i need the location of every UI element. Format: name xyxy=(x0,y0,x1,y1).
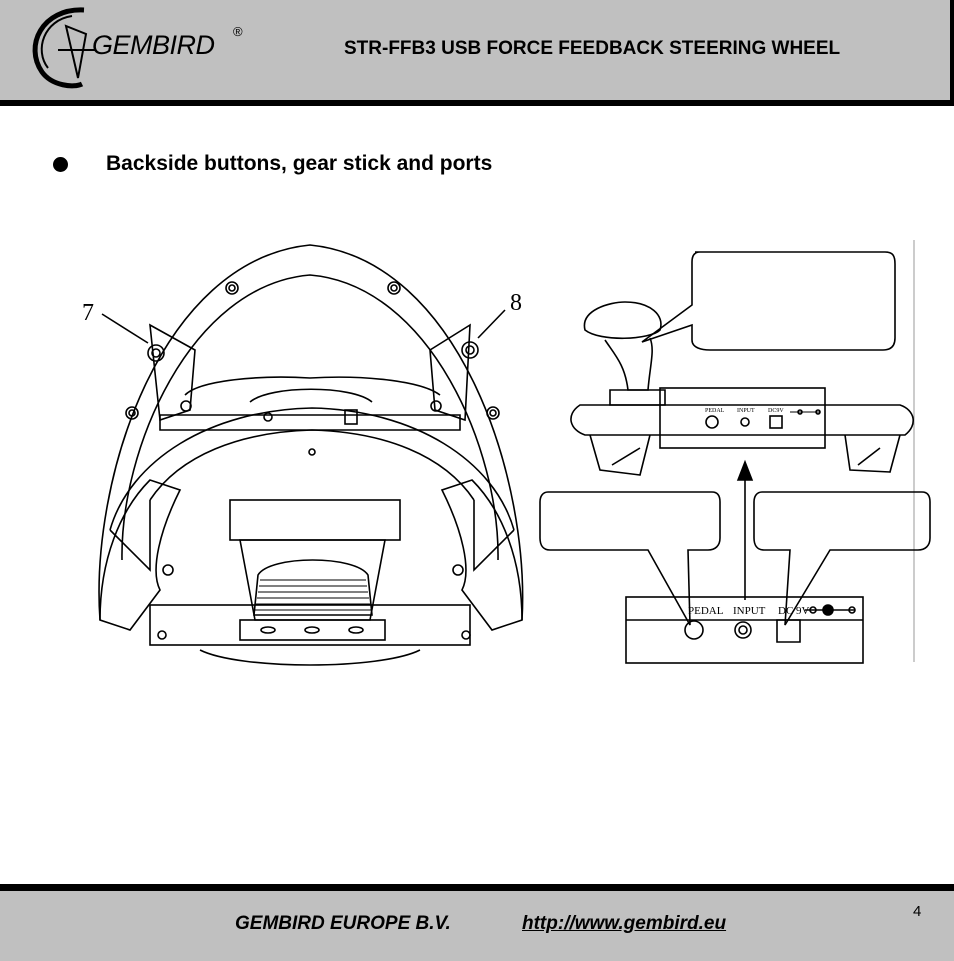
port-label-input-small: INPUT xyxy=(737,408,755,414)
port-label-dc-small: DC9V xyxy=(768,408,784,414)
port-label-pedal-small: PEDAL xyxy=(705,408,725,414)
side-view-drawing xyxy=(539,240,931,664)
port-label-dc: DC 9V xyxy=(778,605,810,617)
gembird-logo-icon xyxy=(32,7,96,89)
steering-wheel-illustration: 7 8 PEDAL INPUT DC9V PEDAL INPUT DC 9V xyxy=(82,240,931,666)
callout-label-7: 7 xyxy=(82,300,94,326)
section-title: Backside buttons, gear stick and ports xyxy=(106,152,493,175)
page-number: 4 xyxy=(913,903,922,920)
page-footer: GEMBIRD EUROPE B.V. http://www.gembird.e… xyxy=(0,884,954,961)
page-header: GEMBIRD ® STR-FFB3 USB FORCE FEEDBACK ST… xyxy=(0,0,954,106)
registered-mark: ® xyxy=(233,24,243,39)
website-link[interactable]: http://www.gembird.eu xyxy=(522,913,727,934)
company-name: GEMBIRD EUROPE B.V. xyxy=(235,913,451,934)
bullet-icon xyxy=(53,157,68,172)
logo-text: GEMBIRD xyxy=(92,30,215,60)
document-title: STR-FFB3 USB FORCE FEEDBACK STEERING WHE… xyxy=(344,38,841,59)
steering-wheel-drawing xyxy=(98,244,524,666)
port-label-pedal: PEDAL xyxy=(688,605,724,617)
callout-label-8: 8 xyxy=(510,290,522,316)
port-label-input: INPUT xyxy=(733,605,766,617)
